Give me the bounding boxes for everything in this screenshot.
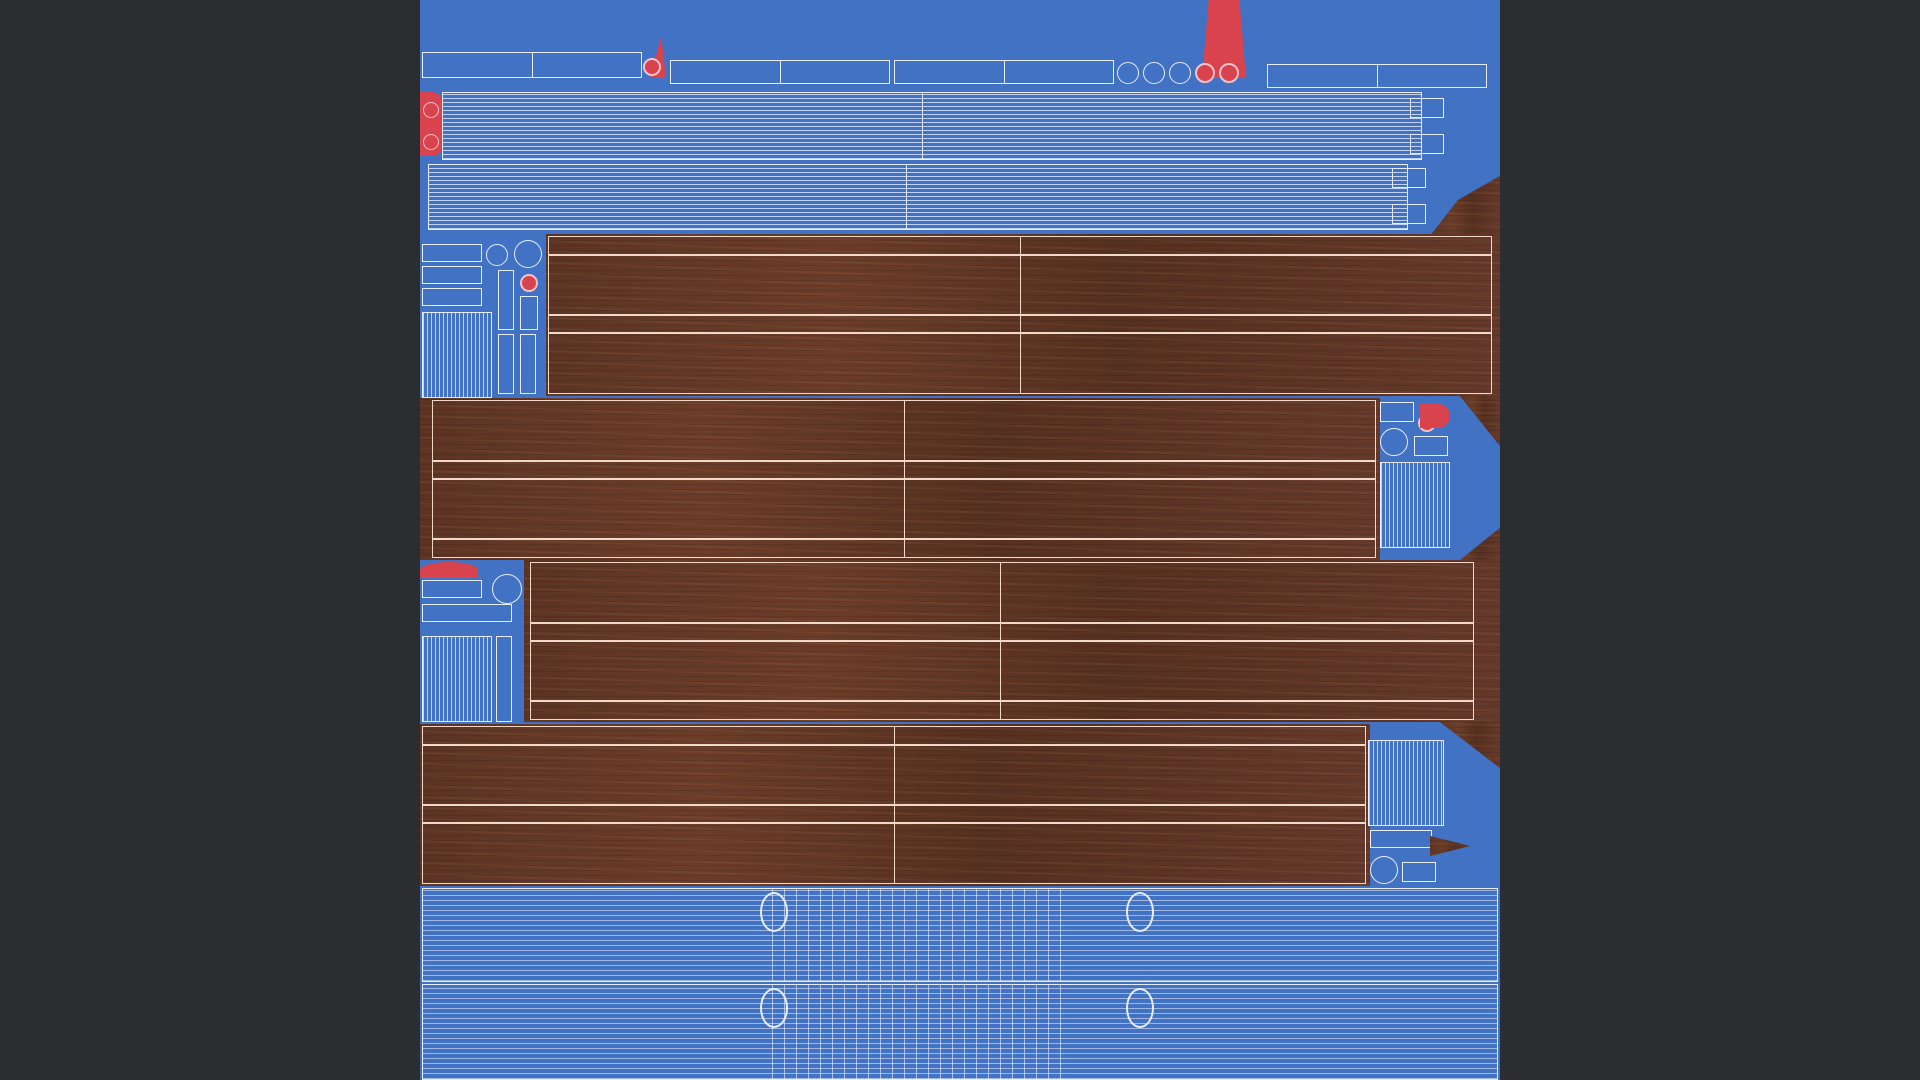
- red-circle-icon: [1195, 63, 1215, 83]
- wheel-circle-icon: [486, 244, 508, 266]
- small-box: [520, 296, 538, 330]
- small-box: [1392, 168, 1426, 188]
- column-grid-2: [772, 984, 1072, 1080]
- vertical-stripes-island: [422, 636, 492, 722]
- small-box: [1414, 436, 1448, 456]
- red-circle-icon: [643, 58, 661, 76]
- small-box: [520, 334, 536, 394]
- small-box: [422, 604, 512, 622]
- wheel-circle-icon: [1117, 62, 1139, 84]
- uv-texture-atlas: [420, 0, 1500, 1080]
- wood-bleed-right-2: [1460, 396, 1500, 446]
- wheel-circle-icon: [1169, 62, 1191, 84]
- ring-icon: [492, 574, 522, 604]
- red-circle-icon: [520, 274, 538, 292]
- striped-band-1: [442, 92, 1422, 160]
- small-box: [1392, 204, 1426, 224]
- eye-island-icon: [760, 892, 788, 932]
- small-box: [422, 266, 482, 284]
- small-box: [496, 636, 512, 722]
- red-arc-icon: [420, 562, 478, 578]
- red-circle-icon: [1219, 63, 1239, 83]
- eye-island-icon: [1126, 988, 1154, 1028]
- small-box: [1380, 402, 1414, 422]
- ring-icon: [1370, 856, 1398, 884]
- small-box: [422, 580, 482, 598]
- column-grid-1: [772, 888, 1072, 982]
- wheel-circle-icon: [1143, 62, 1165, 84]
- small-box: [422, 244, 482, 262]
- small-box: [1410, 134, 1444, 154]
- ring-icon: [1380, 428, 1408, 456]
- eye-island-icon: [1126, 892, 1154, 932]
- ring-icon: [514, 240, 542, 268]
- wood-bleed-right-4: [1440, 722, 1500, 768]
- striped-band-2: [428, 164, 1408, 230]
- small-box: [498, 270, 514, 330]
- small-box: [498, 334, 514, 394]
- vertical-stripes-island: [1380, 462, 1450, 548]
- vertical-stripes-island: [422, 312, 492, 398]
- eye-island-icon: [760, 988, 788, 1028]
- small-box: [1370, 830, 1432, 848]
- small-box: [422, 288, 482, 306]
- small-box: [1402, 862, 1436, 882]
- wood-bleed-right-1: [1430, 176, 1500, 236]
- ring-icon: [423, 102, 439, 118]
- vertical-stripes-island: [1368, 740, 1444, 826]
- ring-icon: [423, 134, 439, 150]
- small-box: [1410, 98, 1444, 118]
- wood-bleed-right-5: [1430, 836, 1470, 856]
- red-tab-right: [1420, 404, 1450, 428]
